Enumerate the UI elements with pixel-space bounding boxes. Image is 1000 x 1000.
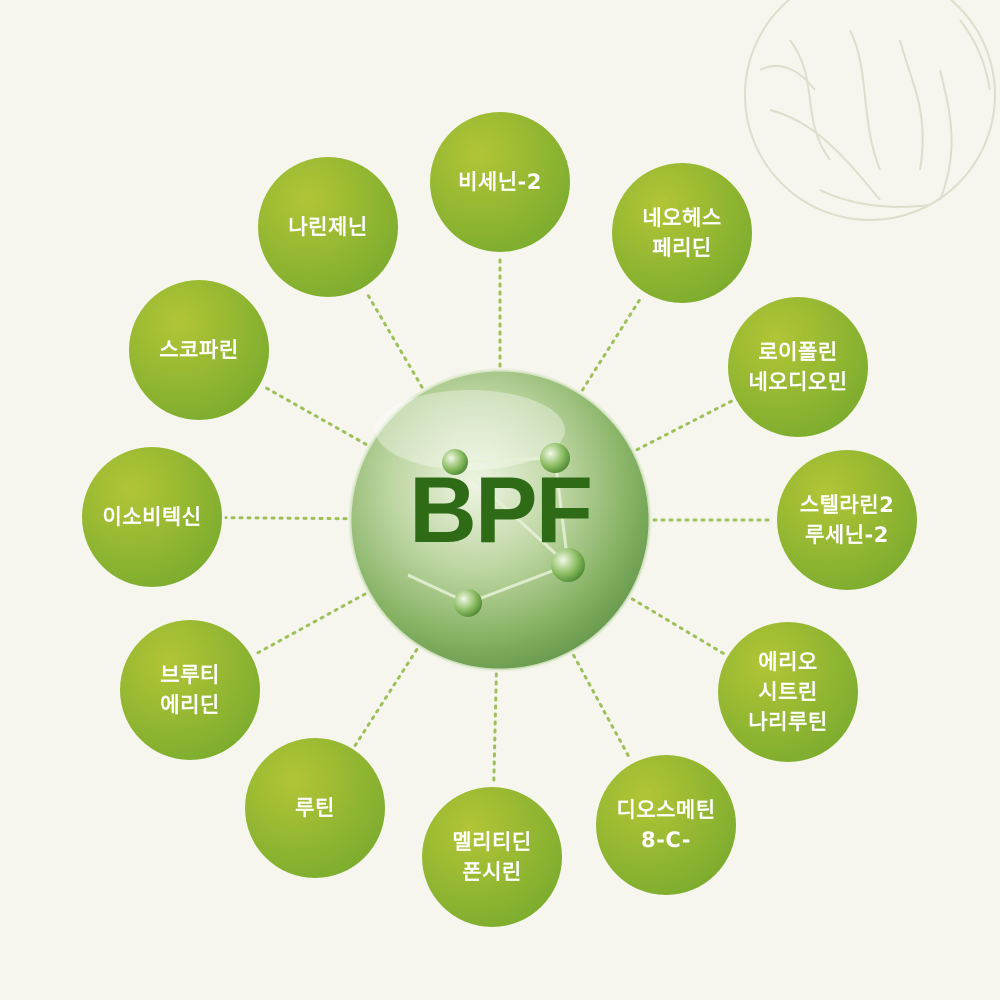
compound-name-line: 8-C- (641, 828, 691, 852)
molecule-atom (551, 548, 585, 582)
connector-line (363, 289, 424, 389)
compound-name-line: 루세닌-2 (805, 523, 889, 547)
compound-name-line: 스텔라린2 (799, 493, 895, 517)
molecule-atom (540, 443, 570, 473)
connector-line (580, 293, 644, 392)
molecule-atom (454, 589, 482, 617)
compound-node: 이소비텍신 (82, 447, 222, 587)
compound-node: 나린제닌 (258, 157, 398, 297)
connector-line (253, 592, 367, 656)
compound-name-line: 브루티 (160, 663, 220, 687)
compound-name-line: 나리루틴 (748, 710, 828, 734)
compound-name-line: 루틴 (295, 796, 335, 820)
compound-name-line: 폰시린 (462, 860, 522, 884)
compound-name-line: 이소비텍신 (102, 505, 202, 529)
connector-lines (224, 254, 775, 785)
center-sphere (348, 368, 652, 672)
compound-node: 루틴 (245, 738, 385, 878)
compound-name-line: 에리오 (758, 650, 818, 674)
connector-line (492, 672, 498, 785)
citrus-sketch-illustration (744, 0, 996, 221)
compound-name-line: 로이폴린 (758, 340, 838, 364)
compound-node: 스텔라린2 루세닌-2 (777, 450, 917, 590)
connector-line (630, 597, 726, 656)
compound-name-line: 멜리티딘 (452, 830, 532, 854)
compound-name-line: 네오디오민 (748, 370, 848, 394)
compound-name-line: 페리딘 (652, 236, 712, 260)
compound-name-line: 스코파린 (159, 338, 239, 362)
connector-line (261, 384, 368, 446)
compound-name-line: 네오헤스 (642, 206, 722, 230)
compound-name-line: 시트린 (758, 680, 818, 704)
compound-name-line: 에리딘 (160, 693, 220, 717)
compound-node: 비세닌-2 (430, 112, 570, 252)
compound-name-line: 나린제닌 (288, 215, 368, 239)
center-title: BPF (409, 457, 593, 562)
connector-line (224, 516, 348, 521)
connector-line (572, 653, 633, 762)
compound-name-line: 디오스메틴 (616, 798, 716, 822)
compound-name-line: 비세닌-2 (458, 170, 542, 194)
connector-line (635, 399, 734, 452)
compound-node: 스코파린 (129, 280, 269, 420)
compound-node: 디오스메틴 8-C- (596, 755, 736, 895)
connector-line (353, 648, 419, 748)
molecule-atom (442, 449, 468, 475)
